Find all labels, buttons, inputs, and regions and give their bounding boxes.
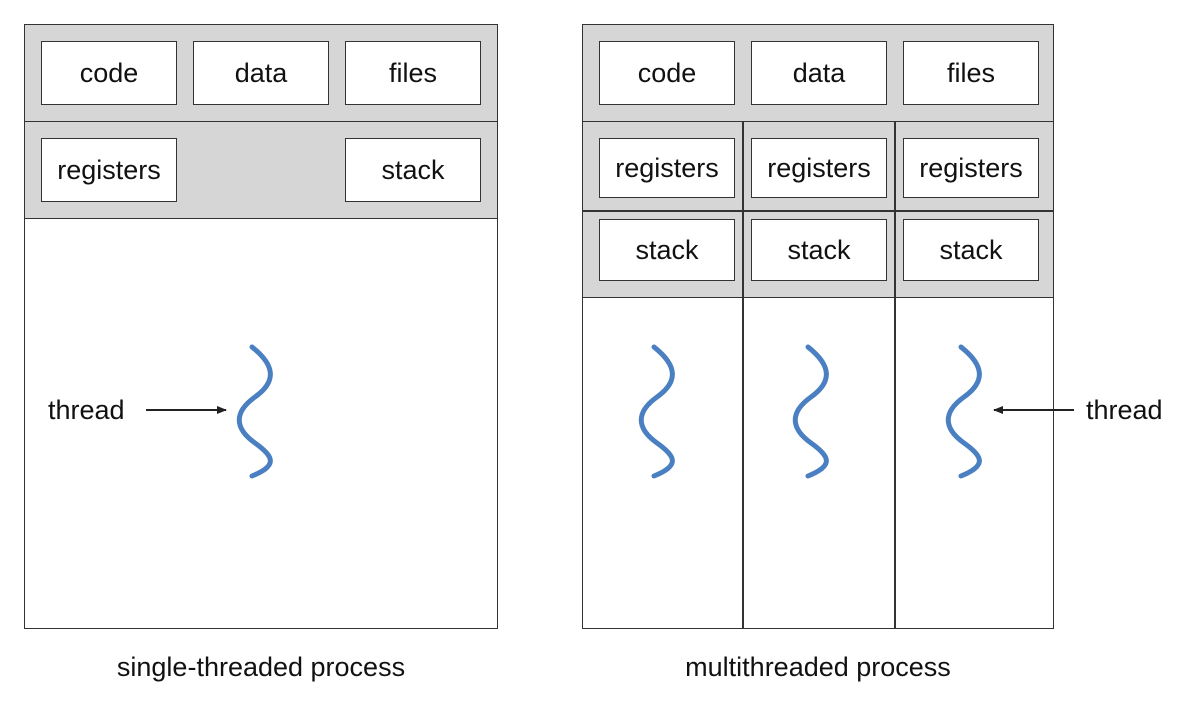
thread-1-squiggle-path — [638, 344, 675, 479]
single-thread-squiggle-path — [236, 344, 273, 479]
thread-1-registers-box: registers — [599, 138, 735, 198]
multi-code-box: code — [599, 41, 735, 105]
multi-caption: multithreaded process — [685, 652, 951, 682]
thread-1-stack-box: stack — [599, 219, 735, 281]
multithreaded-process: code data files registers stack register… — [582, 24, 1054, 629]
multi-thread-label: thread — [1086, 395, 1163, 425]
thread-1-squiggle-icon — [638, 344, 675, 479]
single-data-box: data — [193, 41, 329, 105]
thread-3-stack-box: stack — [903, 219, 1039, 281]
single-caption: single-threaded process — [116, 652, 406, 682]
thread-3-registers-box: registers — [903, 138, 1039, 198]
thread-3-squiggle-icon — [945, 344, 982, 479]
single-code-box: code — [41, 41, 177, 105]
single-thread-label: thread — [48, 395, 125, 425]
single-threaded-process: code data files registers stack — [24, 24, 498, 629]
multi-band-divider — [583, 121, 1053, 123]
thread-2-squiggle-path — [792, 344, 829, 479]
thread-2-squiggle-icon — [792, 344, 829, 479]
multi-column-divider-2 — [894, 122, 896, 629]
multi-column-divider-1 — [742, 122, 744, 629]
multi-data-box: data — [751, 41, 887, 105]
single-files-box: files — [345, 41, 481, 105]
multi-row-divider — [583, 210, 1053, 212]
multi-files-box: files — [903, 41, 1039, 105]
single-stack-box: stack — [345, 138, 481, 202]
single-band-divider — [25, 121, 497, 123]
single-thread-squiggle-icon — [236, 344, 273, 479]
thread-2-registers-box: registers — [751, 138, 887, 198]
single-registers-box: registers — [41, 138, 177, 202]
thread-3-squiggle-path — [945, 344, 982, 479]
thread-2-stack-box: stack — [751, 219, 887, 281]
